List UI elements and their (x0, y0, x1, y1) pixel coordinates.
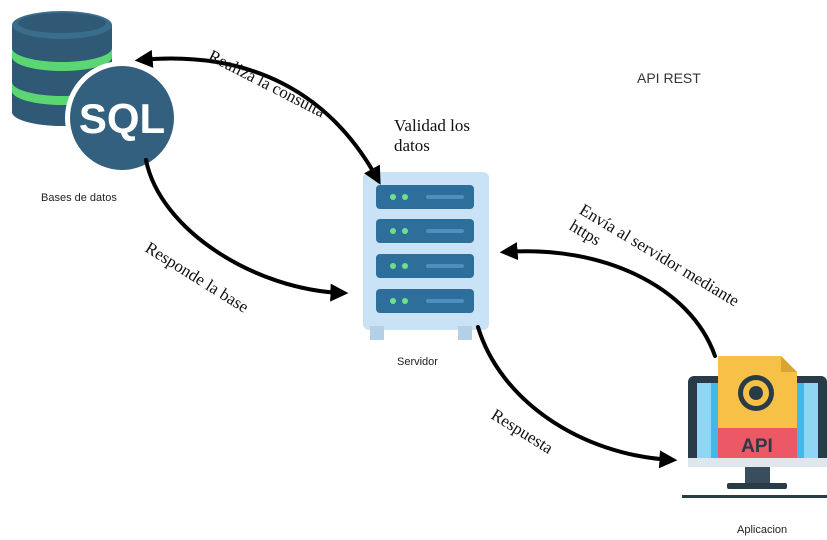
arrow-db-response (144, 158, 349, 302)
monitor-api-icon: API (682, 356, 827, 498)
edge-label-validate-line1: Validad los (394, 116, 471, 135)
arrow-response (476, 325, 678, 469)
database-label: Bases de datos (41, 192, 117, 204)
sql-badge: SQL (65, 61, 179, 175)
arrow-query (134, 49, 381, 185)
edge-label-validate-line2: datos (394, 136, 430, 155)
server-icon (363, 172, 489, 340)
sql-badge-text: SQL (79, 95, 165, 142)
server-label: Servidor (397, 356, 438, 368)
database-icon (12, 11, 112, 126)
arrow-send (499, 242, 717, 358)
app-label: Aplicacion (737, 524, 788, 536)
diagram-title: API REST (637, 70, 701, 86)
api-badge-text: API (741, 436, 773, 457)
